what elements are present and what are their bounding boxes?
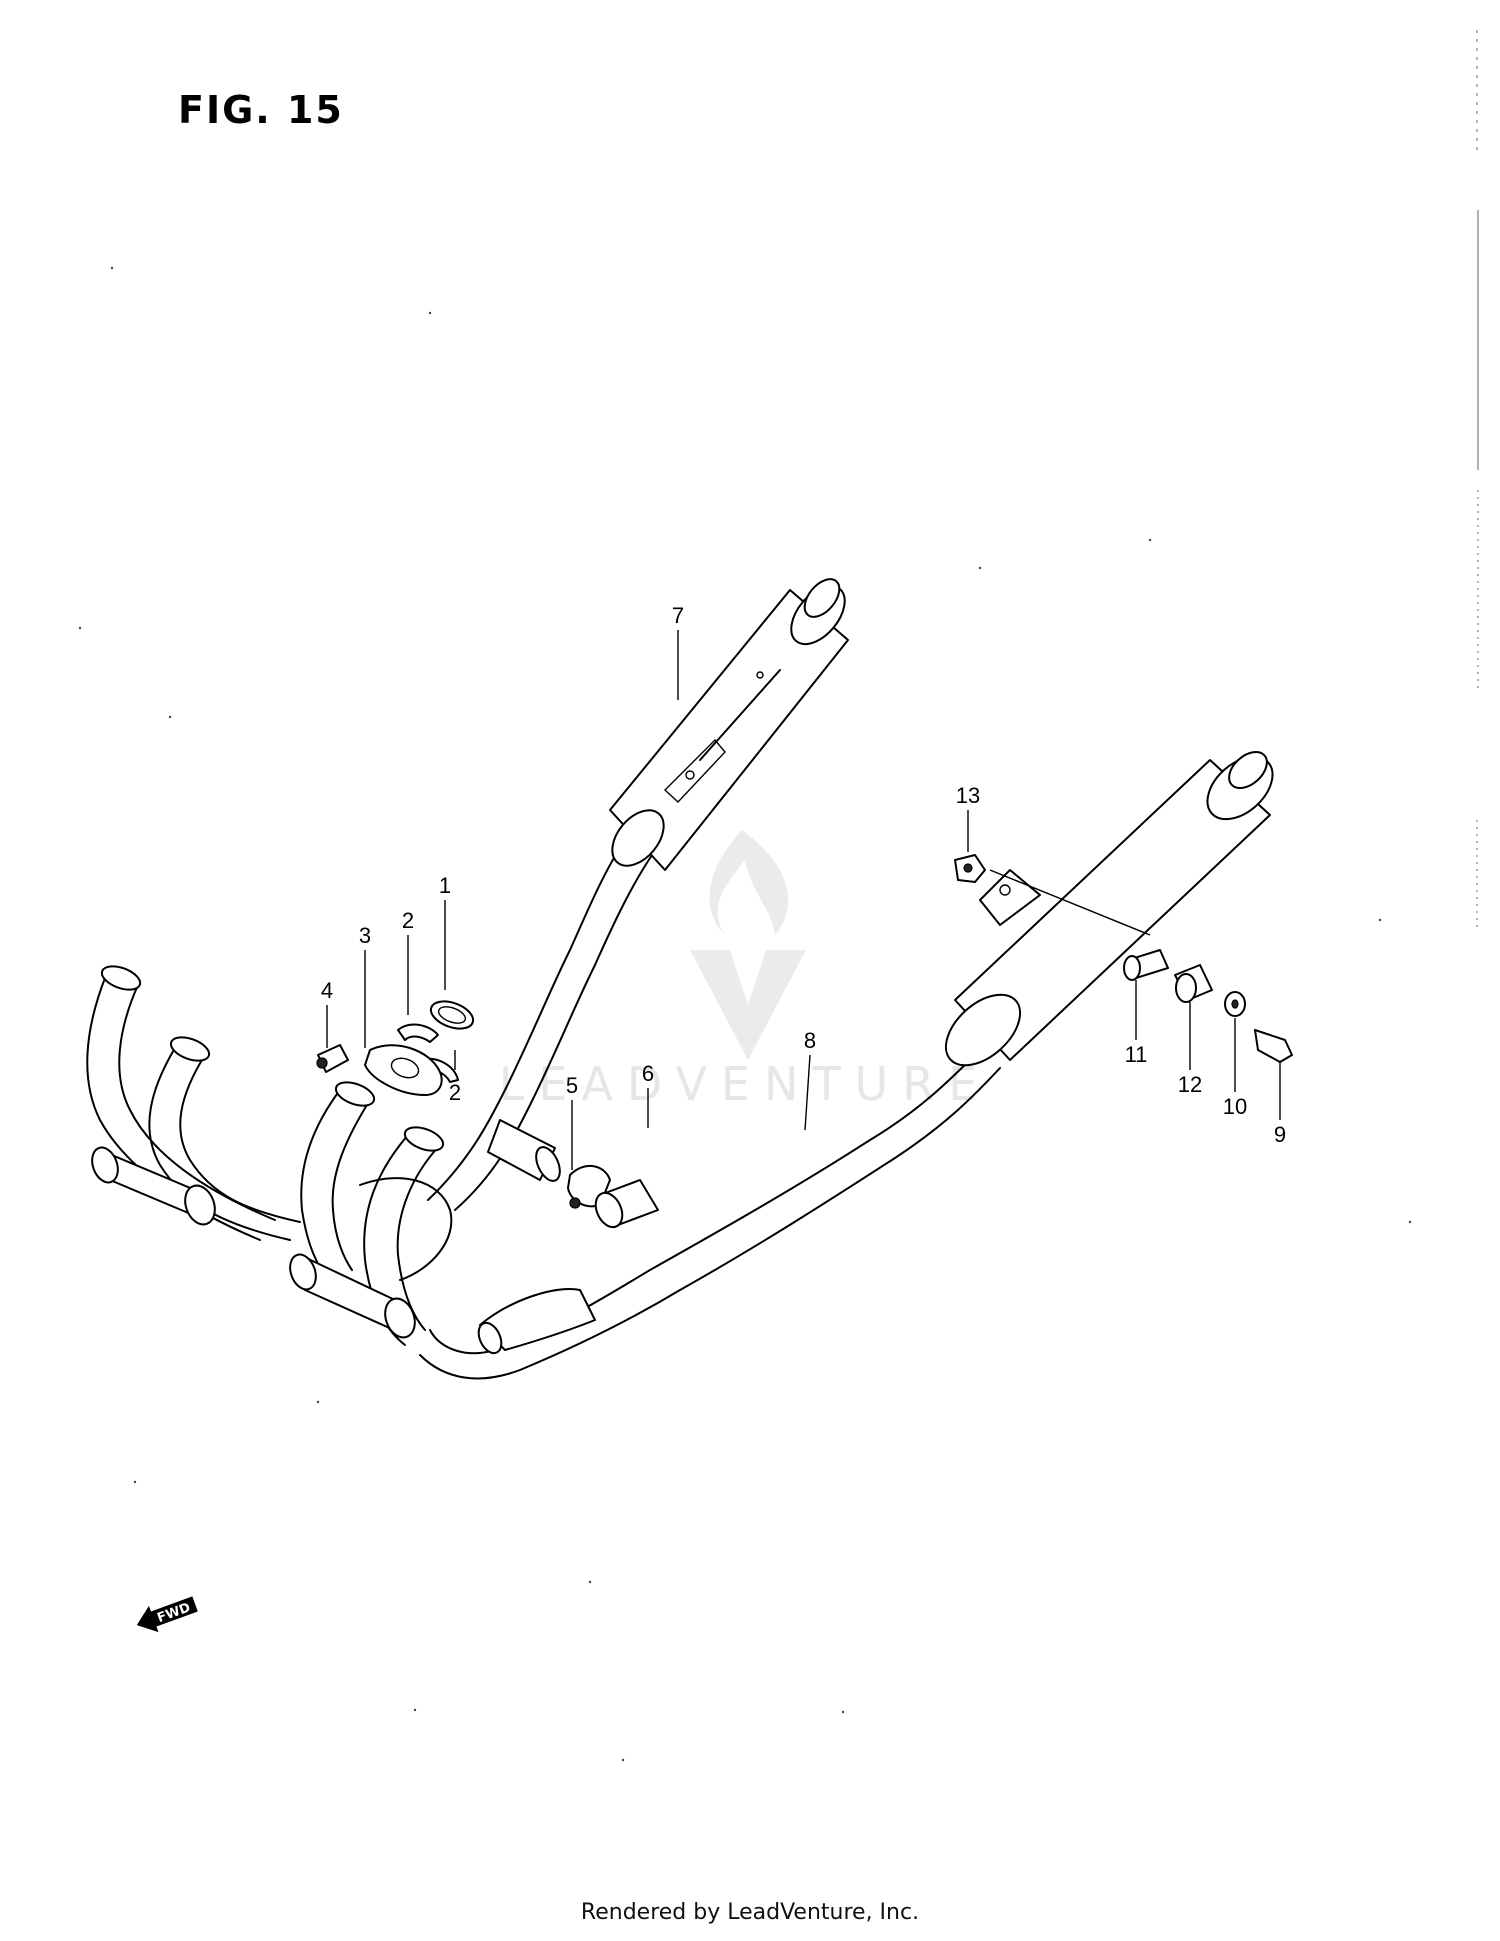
gasket-hardware — [316, 1000, 475, 1096]
mount-hardware — [954, 854, 1293, 1063]
scan-specks — [78, 30, 1479, 1762]
exhaust-header-pipes — [86, 965, 453, 1346]
connector-section — [487, 1119, 659, 1229]
bolt-9 — [1254, 1029, 1293, 1063]
callout-2-upper: 2 — [402, 908, 414, 933]
callout-11: 11 — [1125, 1042, 1148, 1067]
lower-muffler — [419, 750, 1274, 1380]
callout-2-lower: 2 — [449, 1080, 461, 1105]
callout-4: 4 — [321, 978, 333, 1003]
flame-v-logo-icon — [690, 830, 806, 1060]
callout-leaders — [326, 630, 1281, 1170]
callout-5: 5 — [566, 1073, 578, 1098]
figure-title: FIG. 15 — [178, 88, 344, 132]
callout-10: 10 — [1223, 1094, 1247, 1119]
callout-3: 3 — [359, 923, 371, 948]
callout-13: 13 — [956, 783, 980, 808]
callout-6: 6 — [642, 1061, 654, 1086]
callout-1: 1 — [439, 873, 451, 898]
footer-credit: Rendered by LeadVenture, Inc. — [580, 1900, 920, 1925]
watermark-text: LEADVENTURE — [499, 1057, 992, 1111]
callout-7: 7 — [672, 603, 684, 628]
callout-12: 12 — [1178, 1072, 1202, 1097]
callout-8: 8 — [804, 1028, 816, 1053]
fwd-arrow-icon: FWD — [136, 1596, 198, 1633]
callouts: 1 2 2 3 4 5 6 7 8 9 10 11 12 13 — [321, 603, 1286, 1147]
callout-9: 9 — [1274, 1122, 1286, 1147]
upper-muffler — [427, 578, 849, 1211]
watermark: LEADVENTURE — [499, 830, 992, 1111]
